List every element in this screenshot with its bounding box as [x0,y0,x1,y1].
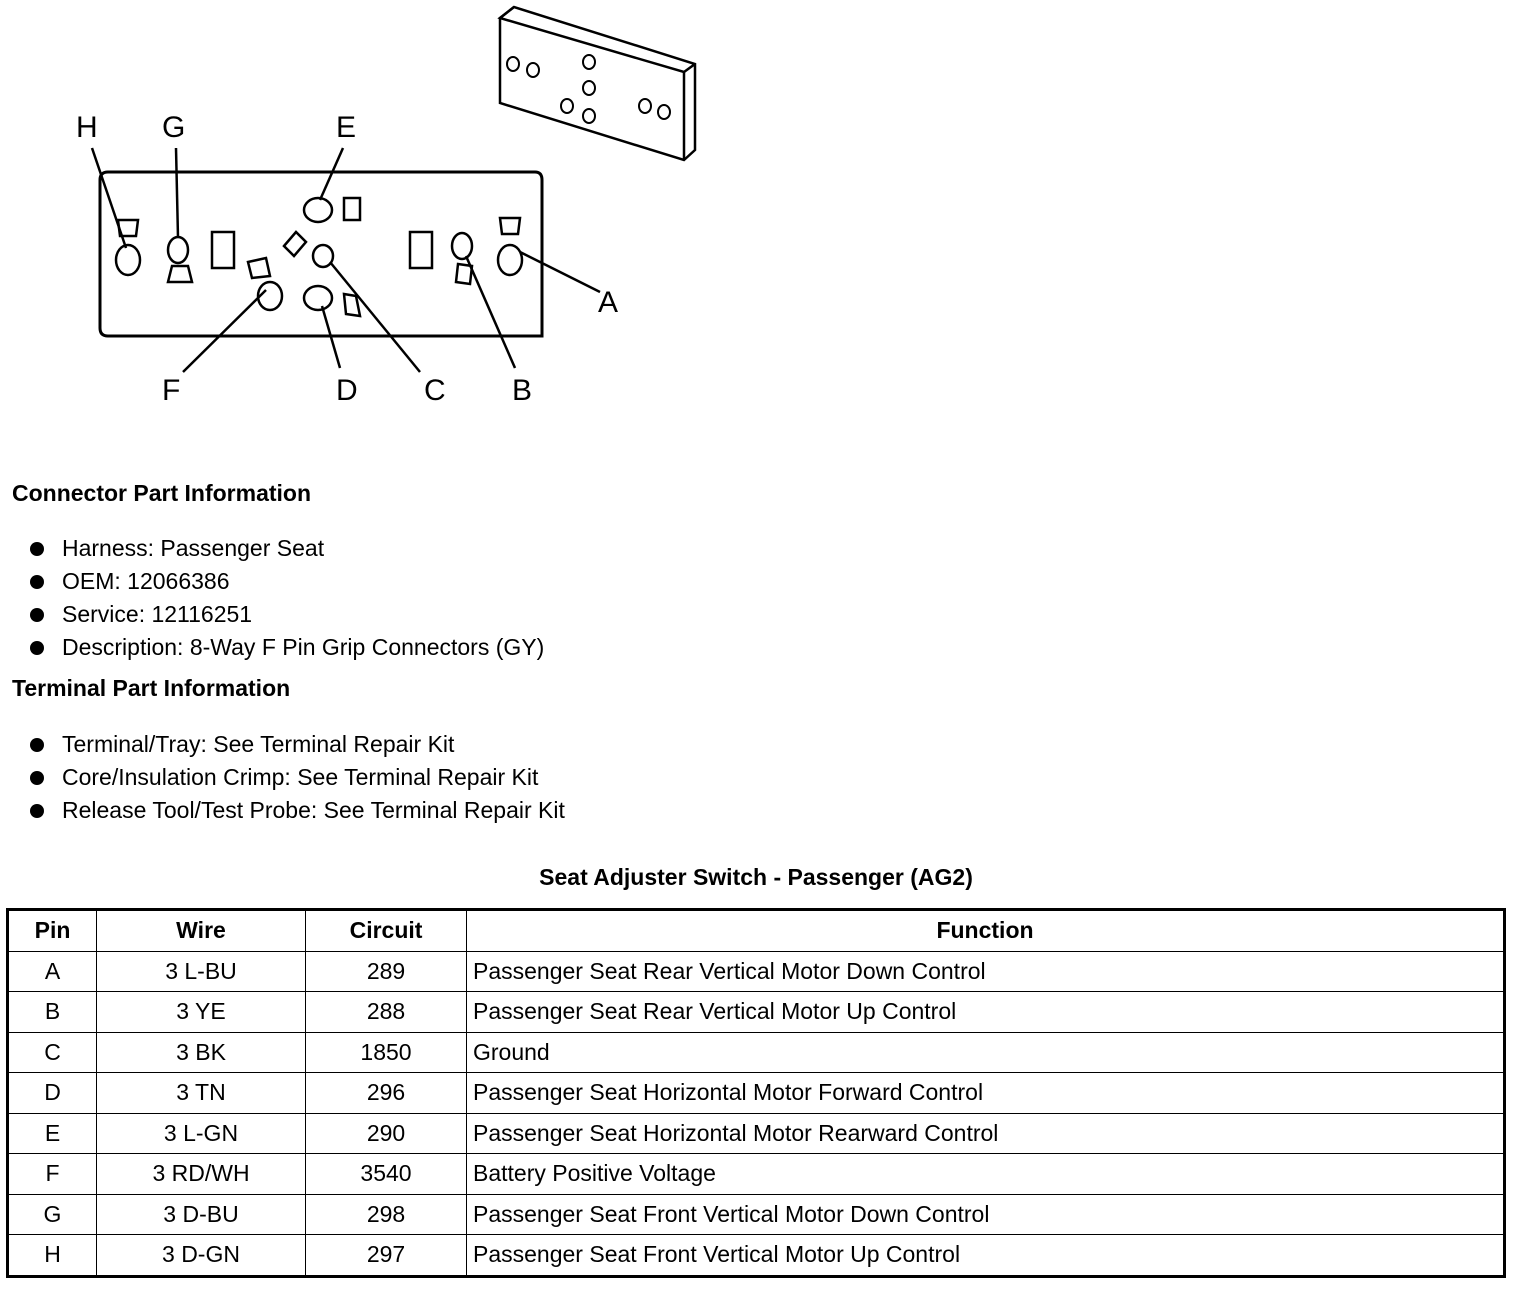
list-item-text: OEM: 12066386 [62,568,230,594]
list-item: Service: 12116251 [30,598,544,631]
table-title: Seat Adjuster Switch - Passenger (AG2) [539,864,973,890]
cell-wire: 3 RD/WH [96,1153,306,1195]
cell-wire: 3 D-BU [96,1193,306,1235]
cell-function: Passenger Seat Rear Vertical Motor Up Co… [466,991,1505,1033]
cell-circuit: 288 [305,991,467,1033]
table-row: C 3 BK 1850 Ground [7,1031,1505,1073]
cell-wire: 3 BK [96,1031,306,1073]
list-item: Terminal/Tray: See Terminal Repair Kit [30,728,565,761]
bullet-icon [30,640,44,655]
list-item: Core/Insulation Crimp: See Terminal Repa… [30,761,565,794]
bullet-icon [30,770,44,785]
cell-function: Battery Positive Voltage [466,1153,1505,1195]
cell-pin: D [7,1072,97,1114]
table-row: A 3 L-BU 289 Passenger Seat Rear Vertica… [7,950,1505,992]
pin-labels: H G E A F D C B [76,111,618,407]
cell-pin: H [7,1234,97,1277]
connector-part-heading: Connector Part Information [12,480,312,506]
list-item-text: Core/Insulation Crimp: See Terminal Repa… [62,764,539,790]
table-row: H 3 D-GN 297 Passenger Seat Front Vertic… [7,1234,1505,1277]
cell-function: Passenger Seat Horizontal Motor Rearward… [466,1112,1505,1154]
column-header-function: Function [466,909,1505,952]
connector-face-view [98,170,544,338]
cell-function: Passenger Seat Front Vertical Motor Down… [466,1193,1505,1235]
connector-part-list: Harness: Passenger Seat OEM: 12066386 Se… [30,532,544,664]
table-row: G 3 D-BU 298 Passenger Seat Front Vertic… [7,1193,1505,1235]
list-item: Release Tool/Test Probe: See Terminal Re… [30,794,565,827]
pin-label-c: C [424,374,446,407]
cell-circuit: 298 [305,1193,467,1235]
list-item-text: Description: 8-Way F Pin Grip Connectors… [62,634,545,660]
cell-function: Ground [466,1031,1505,1073]
cell-pin: C [7,1031,97,1073]
connector-diagram: H G E A F D C B [76,5,697,407]
cell-circuit: 3540 [305,1153,467,1195]
list-item-text: Terminal/Tray: See Terminal Repair Kit [62,731,455,757]
cell-circuit: 297 [305,1234,467,1277]
list-item: Harness: Passenger Seat [30,532,544,565]
list-item-text: Harness: Passenger Seat [62,535,325,561]
terminal-part-list: Terminal/Tray: See Terminal Repair Kit C… [30,728,565,827]
cell-pin: A [7,950,97,992]
bullet-icon [30,803,44,818]
pin-label-h: H [76,111,98,144]
cell-function: Passenger Seat Rear Vertical Motor Down … [466,950,1505,992]
terminal-part-heading: Terminal Part Information [12,675,291,701]
pin-label-f: F [162,374,180,407]
cell-pin: E [7,1112,97,1154]
leader-lines [90,147,601,373]
cell-pin: B [7,991,97,1033]
pin-label-a: A [598,286,618,319]
column-header-circuit: Circuit [305,909,467,952]
table-row: F 3 RD/WH 3540 Battery Positive Voltage [7,1153,1505,1195]
pin-label-e: E [336,111,356,144]
pin-label-b: B [512,374,532,407]
cell-pin: G [7,1193,97,1235]
pin-label-g: G [162,111,185,144]
cell-circuit: 296 [305,1072,467,1114]
cell-function: Passenger Seat Front Vertical Motor Up C… [466,1234,1505,1277]
cell-wire: 3 L-GN [96,1112,306,1154]
list-item: OEM: 12066386 [30,565,544,598]
cell-circuit: 290 [305,1112,467,1154]
cell-wire: 3 L-BU [96,950,306,992]
cell-circuit: 289 [305,950,467,992]
list-item: Description: 8-Way F Pin Grip Connectors… [30,631,544,664]
column-header-wire: Wire [96,909,306,952]
bullet-icon [30,541,44,556]
list-item-text: Service: 12116251 [62,601,253,627]
pin-label-d: D [336,374,358,407]
table-row: E 3 L-GN 290 Passenger Seat Horizontal M… [7,1112,1505,1154]
cell-pin: F [7,1153,97,1195]
bullet-icon [30,737,44,752]
pin-table: Pin Wire Circuit Function A 3 L-BU 289 P… [6,908,1506,1278]
cell-circuit: 1850 [305,1031,467,1073]
cell-function: Passenger Seat Horizontal Motor Forward … [466,1072,1505,1114]
table-row: D 3 TN 296 Passenger Seat Horizontal Mot… [7,1072,1505,1114]
cell-wire: 3 D-GN [96,1234,306,1277]
column-header-pin: Pin [7,909,97,952]
cell-wire: 3 TN [96,1072,306,1114]
cell-wire: 3 YE [96,991,306,1033]
bullet-icon [30,574,44,589]
table-row: B 3 YE 288 Passenger Seat Rear Vertical … [7,991,1505,1033]
list-item-text: Release Tool/Test Probe: See Terminal Re… [62,797,565,823]
bullet-icon [30,607,44,622]
connector-3d-view [497,5,697,162]
table-header-row: Pin Wire Circuit Function [7,909,1505,952]
